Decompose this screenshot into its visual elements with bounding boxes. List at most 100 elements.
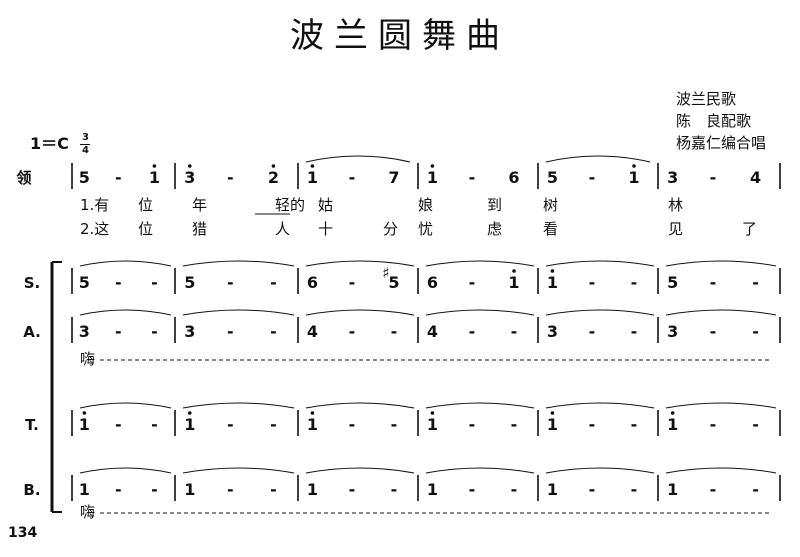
dash: - — [151, 273, 158, 292]
dash: - — [270, 415, 277, 434]
dash: - — [270, 273, 277, 292]
dash: - — [752, 415, 759, 434]
tie-arc — [182, 309, 295, 316]
dash: - — [631, 322, 638, 341]
dash: - — [115, 322, 122, 341]
dash: - — [115, 480, 122, 499]
lyric-verse2: 人 — [275, 220, 290, 238]
high-octave-dot — [632, 164, 636, 168]
tie-arc — [305, 402, 415, 409]
note: 1 — [547, 273, 558, 292]
dash: - — [710, 273, 717, 292]
note: 3 — [79, 322, 90, 341]
note: 1 — [547, 480, 558, 499]
tie-arc — [425, 260, 535, 267]
key-signature: 1＝C 3 4 — [30, 130, 91, 156]
note: 1 — [307, 480, 318, 499]
high-octave-dot — [271, 164, 276, 168]
dash: - — [710, 322, 717, 341]
dash: - — [511, 322, 518, 341]
lyric-verse1: 姑 — [318, 196, 333, 214]
note: 3 — [547, 322, 558, 341]
part-label-b: B. — [23, 481, 40, 499]
part-label-s: S. — [24, 274, 41, 292]
dash: - — [349, 322, 356, 341]
dash: - — [227, 480, 234, 499]
tie-arc — [545, 467, 655, 474]
dash: - — [589, 415, 596, 434]
dash: - — [469, 168, 476, 187]
dash: - — [511, 415, 518, 434]
dash: - — [349, 273, 356, 292]
high-octave-dot — [512, 269, 516, 273]
part-label-a: A. — [23, 323, 41, 341]
tie-arc — [545, 402, 655, 409]
dash: - — [752, 273, 759, 292]
dash: - — [349, 480, 356, 499]
high-octave-dot — [550, 269, 555, 273]
note: 6 — [307, 273, 318, 292]
dash: - — [469, 322, 476, 341]
part-label-t: T. — [25, 416, 39, 434]
dash: - — [349, 168, 356, 187]
tie-arc — [182, 467, 295, 474]
dash: - — [227, 273, 234, 292]
note: 1 — [628, 168, 639, 187]
note: 5 — [79, 168, 90, 187]
tie-arc — [425, 402, 535, 409]
lyric-verse1: 年 — [192, 196, 207, 214]
note: 5 — [184, 273, 195, 292]
note: 5 — [388, 273, 399, 292]
lyric-verse2: 位 — [138, 220, 153, 238]
note: 7 — [388, 168, 399, 187]
dash: - — [115, 415, 122, 434]
tie-arc — [425, 309, 535, 316]
credit-origin: 波兰民歌 — [676, 90, 737, 108]
tie-arc — [545, 260, 655, 267]
time-numerator: 3 — [81, 132, 89, 143]
tie-arc — [79, 260, 172, 267]
lyric-verse1: 1.有 — [80, 196, 109, 214]
dash: - — [469, 480, 476, 499]
high-octave-dot — [187, 411, 192, 415]
lyric-verse2: 了 — [742, 220, 757, 238]
dash: - — [270, 322, 277, 341]
dash: - — [151, 322, 158, 341]
note: 4 — [750, 168, 761, 187]
tie-arc — [182, 260, 295, 267]
note: 2 — [268, 168, 279, 187]
note: 6 — [427, 273, 438, 292]
dash: - — [115, 273, 122, 292]
dash: - — [115, 168, 122, 187]
dash: - — [469, 415, 476, 434]
dash: - — [227, 168, 234, 187]
note: 1 — [149, 168, 160, 187]
tie-arc — [665, 467, 777, 474]
note: 6 — [508, 168, 519, 187]
tie-arc — [305, 155, 411, 163]
note: 3 — [667, 168, 678, 187]
tie-arc — [182, 402, 295, 409]
lyric-verse1: 到 — [487, 196, 502, 214]
sharp-sign: ♯ — [382, 264, 389, 282]
tie-arc — [545, 155, 651, 163]
lyric-verse1: 轻的 — [275, 196, 305, 214]
tie-arc — [305, 260, 415, 267]
note: 1 — [307, 168, 318, 187]
tie-arc — [545, 309, 655, 316]
dash: - — [469, 273, 476, 292]
page-number: 134 — [8, 525, 38, 541]
high-octave-dot — [430, 164, 435, 168]
lyric-verse2: 虑 — [487, 220, 502, 238]
tie-arc — [79, 309, 172, 316]
tie-arc — [305, 467, 415, 474]
hum-syllable: 嗨 — [80, 350, 95, 368]
dash: - — [391, 322, 398, 341]
dash: - — [710, 415, 717, 434]
credits: 波兰民歌 陈 良配歌 杨嘉仁编合唱 — [676, 88, 766, 154]
lyric-verse1: 位 — [138, 196, 153, 214]
dash: - — [511, 480, 518, 499]
dash: - — [589, 168, 596, 187]
dash: - — [151, 415, 158, 434]
